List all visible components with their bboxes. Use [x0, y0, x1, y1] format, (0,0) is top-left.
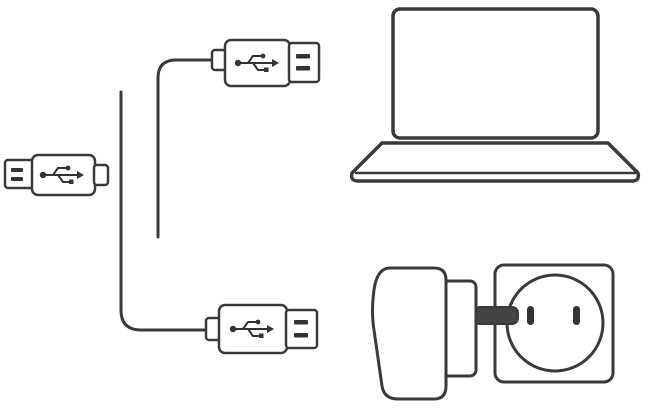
- usb-plug-metal-tip: [284, 308, 319, 350]
- socket-hole-left: [527, 306, 534, 325]
- usb-plug-metal-tip: [3, 158, 36, 190]
- adapter-prong: [473, 306, 519, 325]
- usb-slot-top: [296, 54, 310, 59]
- laptop-screen: [391, 7, 600, 140]
- usb-slot-bottom: [294, 333, 308, 338]
- usb-slot-bottom: [11, 177, 23, 181]
- usb-plug-neck: [92, 163, 110, 187]
- usb-slot-top: [294, 320, 308, 325]
- usb-slot-top: [11, 168, 23, 172]
- socket-face: [505, 273, 605, 373]
- laptop-icon: [349, 7, 641, 183]
- usb-connector-bottom: [204, 303, 319, 355]
- usb-trident-icon: [229, 319, 274, 338]
- usb-slot-bottom: [296, 66, 310, 71]
- power-adapter-icon: [371, 266, 519, 401]
- usb-plug-metal-tip: [287, 41, 321, 84]
- usb-connector-left: [3, 153, 110, 197]
- usb-trident-icon: [39, 165, 84, 184]
- cable-to-laptop-plug: [156, 58, 215, 239]
- adapter-body: [371, 266, 448, 401]
- usb-connector-top: [210, 38, 321, 88]
- laptop-base: [349, 141, 641, 183]
- usb-trident-icon: [234, 53, 279, 72]
- cable-to-adapter-plug: [119, 90, 208, 332]
- socket-hole-right: [573, 306, 580, 325]
